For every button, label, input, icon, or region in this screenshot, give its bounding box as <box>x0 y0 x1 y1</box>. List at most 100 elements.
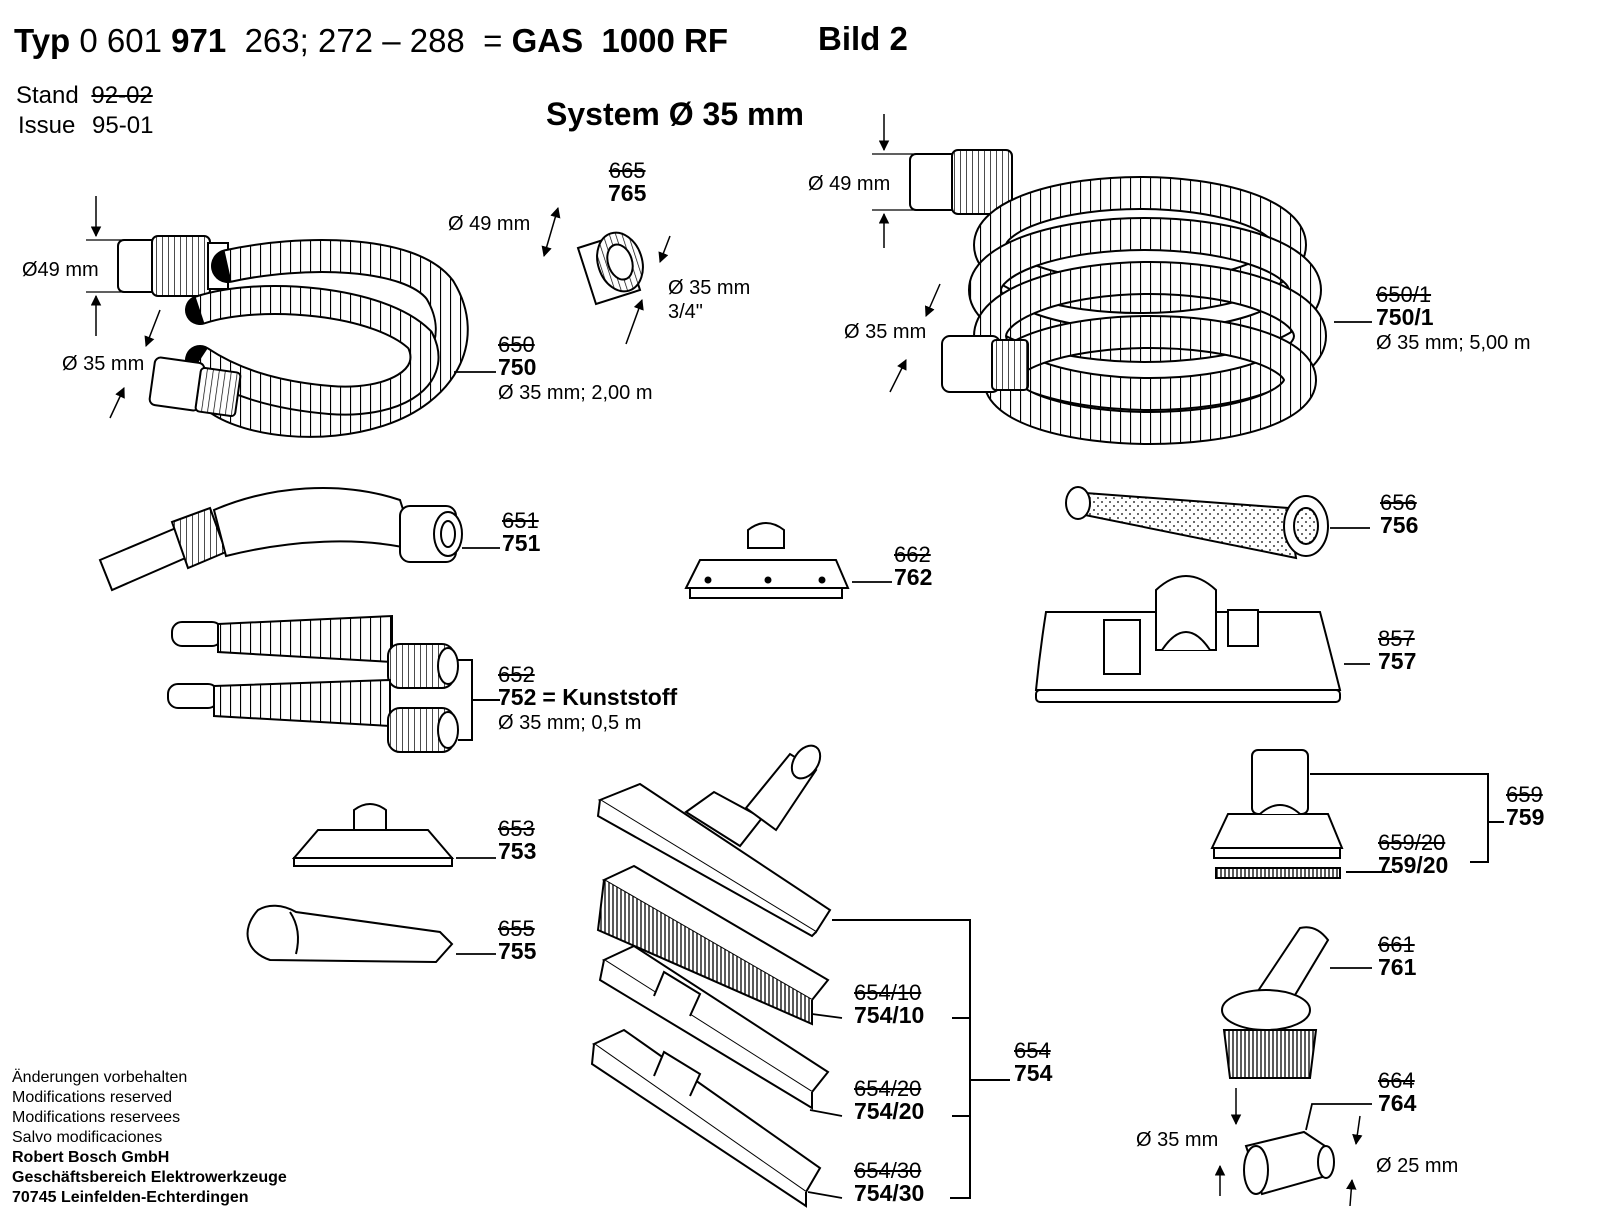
part-new-number: 762 <box>894 564 933 590</box>
footer-notes: Änderungen vorbehalten Modifications res… <box>12 1068 287 1208</box>
part-new-number: 759/20 <box>1378 852 1449 878</box>
hose-750-drawing <box>118 236 452 421</box>
bend-751-drawing <box>100 488 462 590</box>
part-label-756: 656 756 <box>1380 492 1418 537</box>
typ-variants: 263; 272 – 288 <box>244 22 465 59</box>
part-new-number: 764 <box>1378 1090 1417 1116</box>
reducer-764-drawing <box>1244 1132 1334 1194</box>
system-title: System Ø 35 mm <box>546 96 804 132</box>
part-new-number: 757 <box>1378 648 1417 674</box>
brush-761-drawing <box>1222 927 1328 1078</box>
floor-nozzle-757-drawing <box>1036 576 1340 702</box>
footer-line: Modifications reserved <box>12 1089 173 1106</box>
nozzle-762-drawing <box>686 523 848 598</box>
part-new-number: 753 <box>498 838 537 864</box>
part-spec: Ø 35 mm; 0,5 m <box>498 712 642 734</box>
nozzle-753-drawing <box>294 804 452 866</box>
leader-line <box>810 1110 842 1116</box>
dim-arrow <box>110 387 125 418</box>
part-label-750: 650 750 Ø 35 mm; 2,00 m <box>498 332 653 404</box>
nozzle-759-drawing <box>1212 750 1342 878</box>
part-new-number: 752 <box>498 684 537 710</box>
part-new-number: 754/30 <box>854 1180 925 1206</box>
part-label-761: 661 761 <box>1378 934 1416 979</box>
leader-764 <box>1306 1104 1372 1130</box>
dim-adapter-inch: 3/4" <box>668 301 703 323</box>
bracket-759 <box>1310 774 1504 872</box>
part-label-755: 655 755 <box>498 918 536 963</box>
part-new-number: 750/1 <box>1376 304 1434 330</box>
crevice-755-drawing <box>248 906 452 962</box>
part-label-759: 659 759 <box>1506 784 1544 829</box>
dim-arrow <box>890 359 906 392</box>
part-label-752: 652 752= Kunststoff Ø 35 mm; 0,5 m <box>498 662 677 734</box>
part-spec: Ø 35 mm; 5,00 m <box>1376 332 1531 354</box>
part-old-number: 654/10 <box>854 980 922 1005</box>
dim-arrow <box>541 206 561 258</box>
part-old-number: 662 <box>894 542 931 567</box>
dim-arrow <box>1346 1178 1357 1206</box>
part-old-number: 654/30 <box>854 1158 922 1183</box>
leader-line <box>812 1014 842 1018</box>
tubes-752-drawing <box>168 616 458 752</box>
part-old-number: 659/20 <box>1378 830 1446 855</box>
typ-number-b: 971 <box>171 22 227 59</box>
dim-35-small-hose: Ø 35 mm <box>62 353 145 375</box>
footer-company: Robert Bosch GmbH <box>12 1149 170 1166</box>
bracket-752 <box>458 660 500 740</box>
part-old-number: 650/1 <box>1376 282 1432 307</box>
tube-756-drawing <box>1066 487 1328 558</box>
part-new-number: 754 <box>1014 1060 1053 1086</box>
hose-7501-drawing <box>910 150 1310 428</box>
footer-line: Salvo modificaciones <box>12 1129 163 1146</box>
part-label-754: 654 754 <box>1014 1040 1052 1085</box>
issue-label: Issue <box>18 112 76 139</box>
dim-35-large-hose: Ø 35 mm <box>844 321 927 343</box>
title-line: Typ 0 601 971 263; 272 – 288 = GAS 1000 … <box>14 24 728 57</box>
part-new-number: 754/20 <box>854 1098 925 1124</box>
part-label-75430: 654/30 754/30 <box>854 1160 924 1205</box>
part-new-number: 750 <box>498 354 537 380</box>
dim-arrow <box>626 299 644 344</box>
part-new-number: 751 <box>502 530 541 556</box>
part-label-751: 651 751 <box>502 510 540 555</box>
part-old-number: 665 <box>608 158 646 183</box>
part-old-number: 656 <box>1380 490 1417 515</box>
part-old-number: 654/20 <box>854 1076 922 1101</box>
dim-arrow <box>658 236 670 263</box>
part-label-75420: 654/20 754/20 <box>854 1078 924 1123</box>
part-spec: Ø 35 mm; 2,00 m <box>498 382 653 404</box>
part-old-number: 654 <box>1014 1038 1051 1063</box>
dim-arrow <box>1352 1116 1363 1146</box>
part-old-number: 655 <box>498 916 535 941</box>
part-old-number: 651 <box>502 508 539 533</box>
typ-number-a: 0 601 <box>79 22 162 59</box>
issue-row: Issue 95-01 <box>18 114 153 138</box>
part-label-75920: 659/20 759/20 <box>1378 832 1448 877</box>
part-new-number: 756 <box>1380 512 1419 538</box>
bracket-754 <box>832 920 1010 1198</box>
part-label-757: 857 757 <box>1378 628 1416 673</box>
part-old-number: 857 <box>1378 626 1415 651</box>
dim-49-small-hose: Ø49 mm <box>22 259 99 281</box>
part-label-753: 653 753 <box>498 818 536 863</box>
part-old-number: 659 <box>1506 782 1543 807</box>
dim-35-reducer: Ø 35 mm <box>1136 1129 1219 1151</box>
part-old-number: 664 <box>1378 1068 1415 1093</box>
floor-nozzle-754-drawing <box>592 740 830 1206</box>
part-new-number: 761 <box>1378 954 1417 980</box>
part-label-75410: 654/10 754/10 <box>854 982 924 1027</box>
part-old-number: 661 <box>1378 932 1415 957</box>
part-new-number: 755 <box>498 938 537 964</box>
part-label-7501: 650/1 750/1 Ø 35 mm; 5,00 m <box>1376 282 1531 354</box>
part-label-765: 665 765 <box>608 160 646 205</box>
bild-label: Bild 2 <box>818 20 908 57</box>
part-old-number: 650 <box>498 332 535 357</box>
footer-line: Modifications reservees <box>12 1109 181 1126</box>
part-old-number: 652 <box>498 662 535 687</box>
part-old-number: 653 <box>498 816 535 841</box>
dim-35-adapter: Ø 35 mm <box>668 277 751 299</box>
footer-division: Geschäftsbereich Elektrowerkzeuge <box>12 1169 287 1186</box>
issue-value: 95-01 <box>92 112 154 139</box>
